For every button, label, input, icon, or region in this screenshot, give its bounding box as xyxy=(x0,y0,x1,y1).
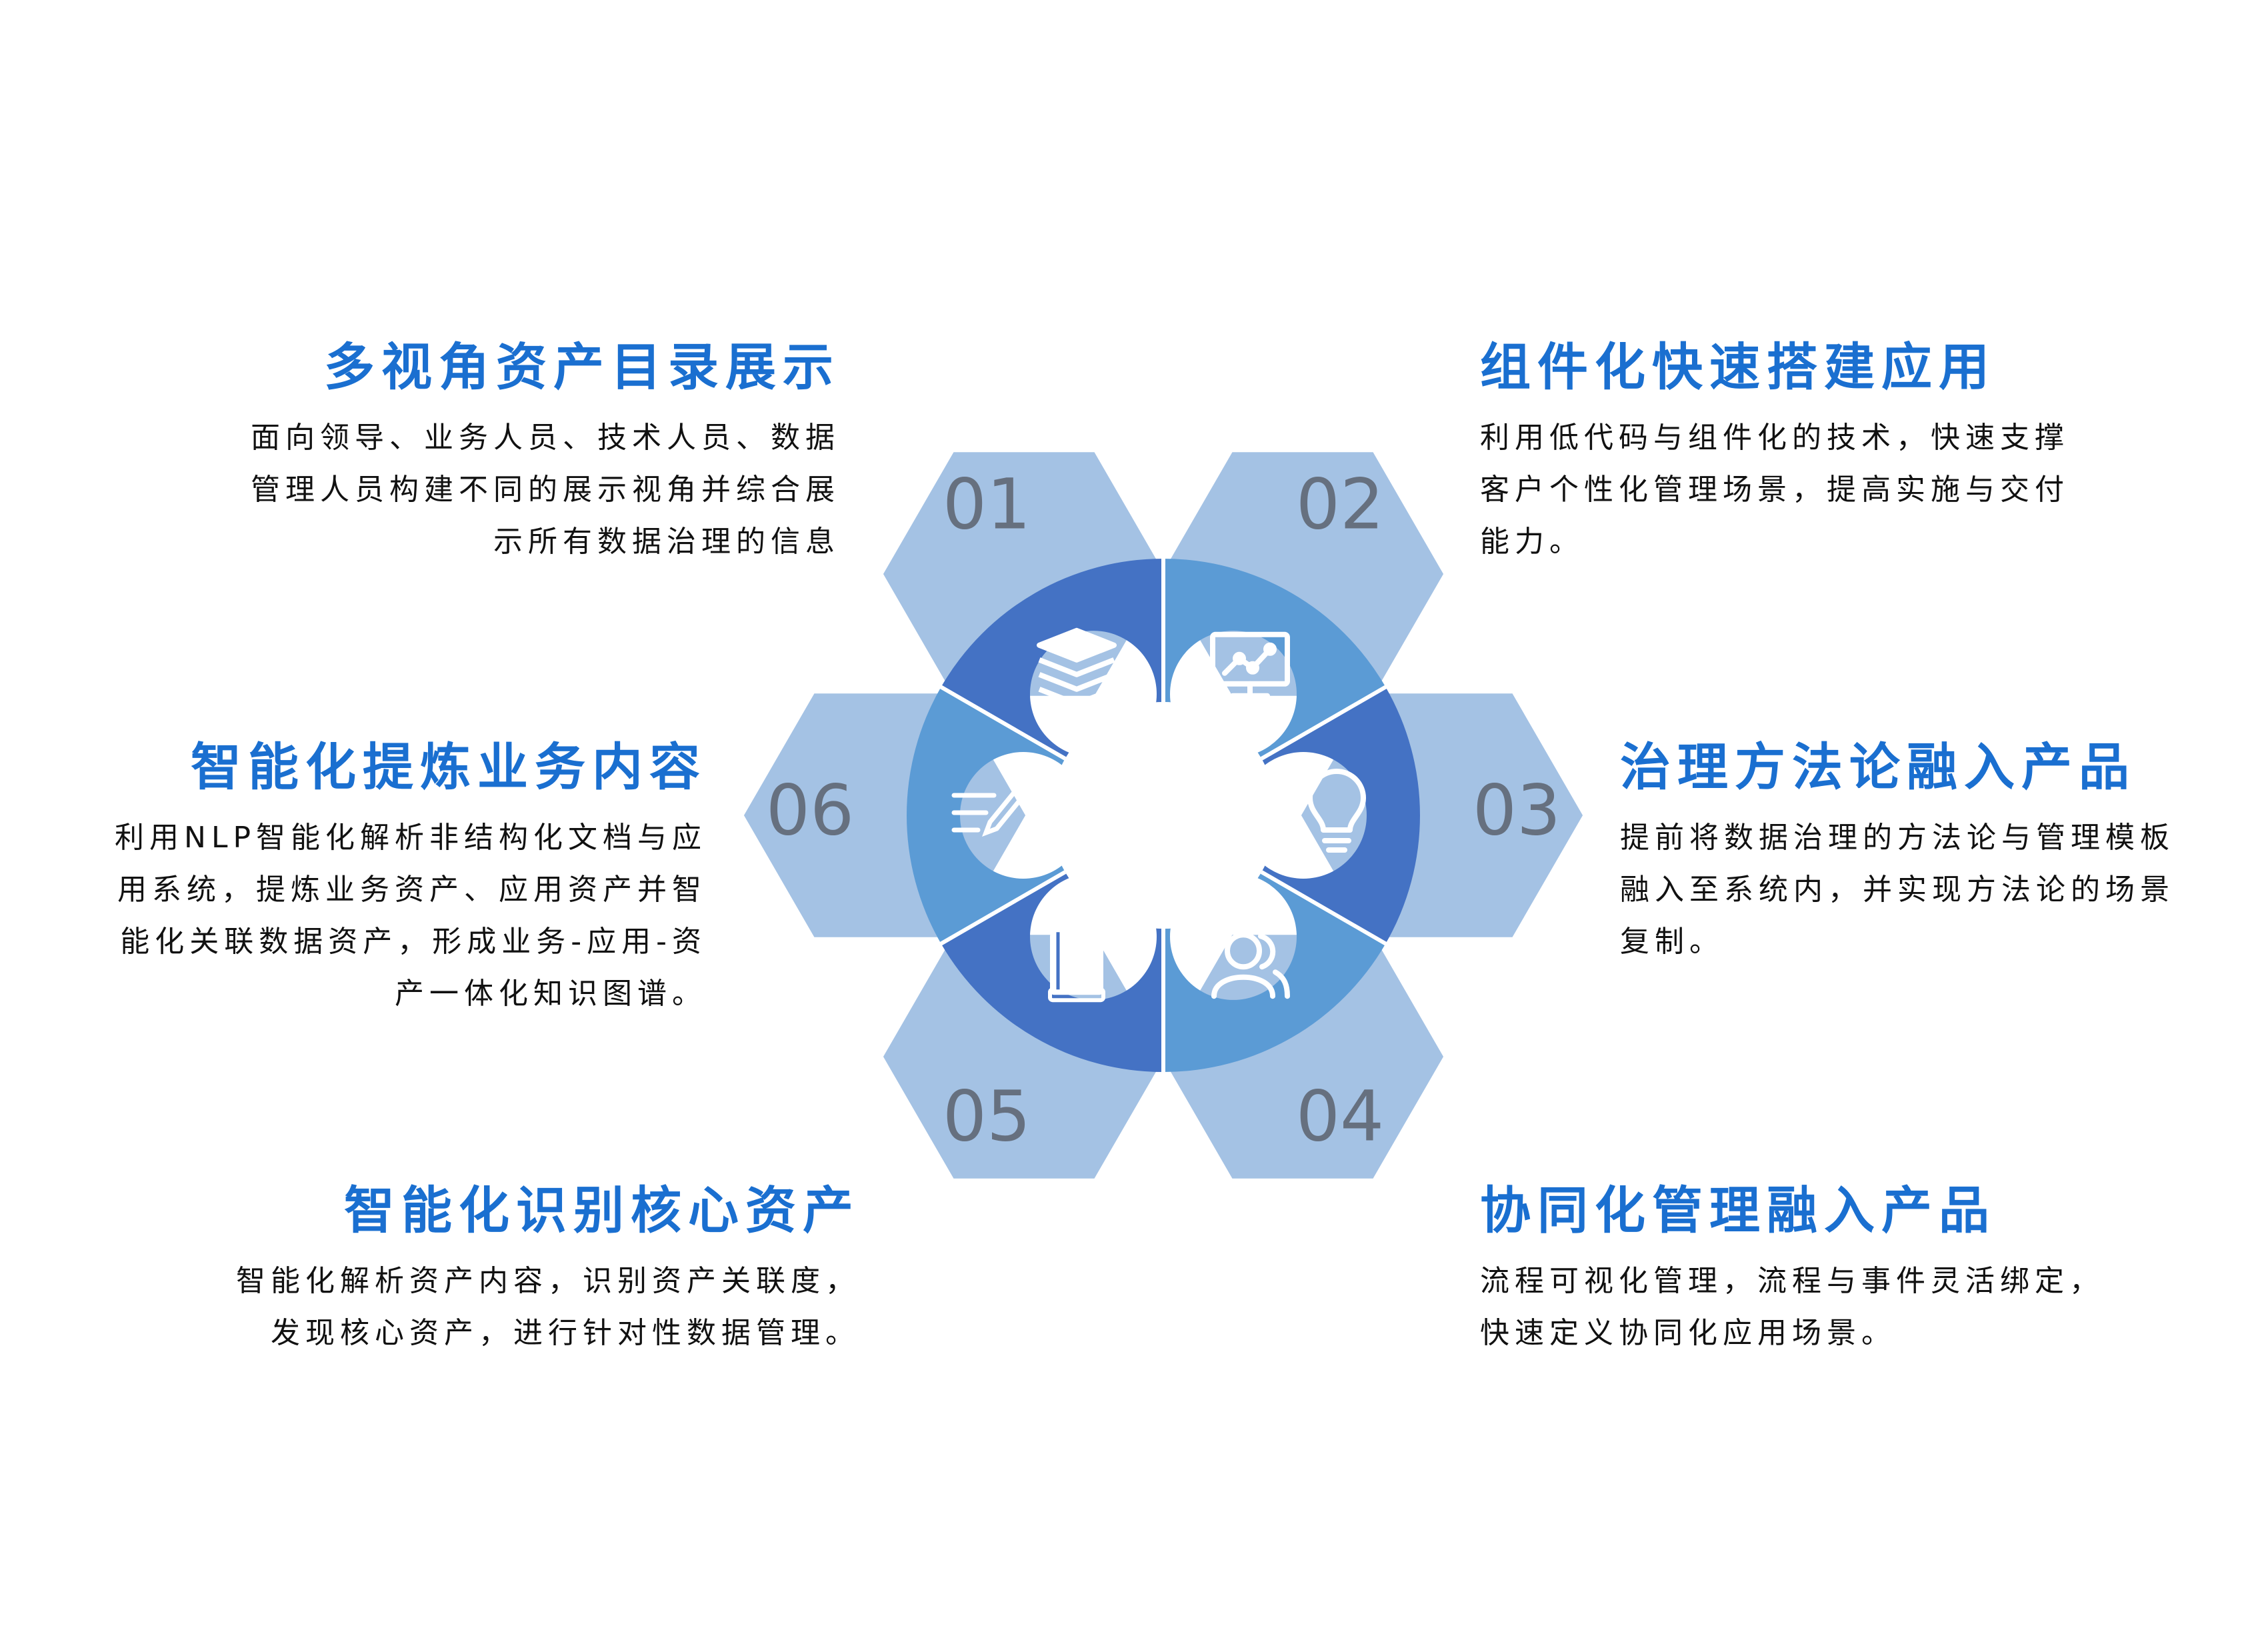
feature-title: 多视角资产目录展示 xyxy=(324,337,840,397)
segment-number-04: 04 xyxy=(1296,1075,1384,1157)
feature-description: 利用低代码与组件化的技术，快速支撑 客户个性化管理场景，提高实施与交付 能力。 xyxy=(1480,421,2069,559)
segment-number-06: 06 xyxy=(766,769,854,851)
ring-divider xyxy=(1260,870,1388,947)
book-icon xyxy=(1048,932,1105,1003)
users-icon xyxy=(1211,932,1290,999)
segment-number-03: 03 xyxy=(1473,769,1561,851)
feature-description: 流程可视化管理，流程与事件灵活绑定， 快速定义协同化应用场景。 xyxy=(1480,1264,2104,1351)
feature-block-06: 智能化提炼业务内容 利用NLP智能化解析非结构化文档与应 用系统，提炼业务资产、… xyxy=(53,737,707,1020)
feature-block-05: 智能化识别核心资产 智能化解析资产内容，识别资产关联度， 发现核心资产，进行针对… xyxy=(167,1180,860,1359)
ring-segment-01 xyxy=(941,559,1163,759)
segment-number-01: 01 xyxy=(943,463,1031,545)
ring-segment-02 xyxy=(1163,559,1386,759)
feature-description: 提前将数据治理的方法论与管理模板 融入至系统内，并实现方法论的场景 复制。 xyxy=(1620,821,2175,959)
feature-block-01: 多视角资产目录展示 面向领导、业务人员、技术人员、数据 管理人员构建不同的展示视… xyxy=(200,337,840,568)
edit-list-icon xyxy=(951,782,1029,837)
feature-title: 治理方法论融入产品 xyxy=(1620,737,2136,797)
feature-title: 智能化识别核心资产 xyxy=(344,1181,860,1240)
ring-segment-06 xyxy=(907,687,1065,944)
feature-block-04: 协同化管理融入产品 流程可视化管理，流程与事件灵活绑定， 快速定义协同化应用场景… xyxy=(1480,1180,2227,1359)
segment-number-02: 02 xyxy=(1296,463,1384,545)
ring-divider xyxy=(939,870,1067,947)
feature-title: 智能化提炼业务内容 xyxy=(191,737,707,797)
feature-description: 智能化解析资产内容，识别资产关联度， 发现核心资产，进行针对性数据管理。 xyxy=(236,1264,860,1351)
segment-number-05: 05 xyxy=(943,1075,1031,1157)
monitor-chart-icon xyxy=(1210,631,1290,699)
ring-divider xyxy=(939,684,1067,761)
feature-title: 协同化管理融入产品 xyxy=(1480,1181,1996,1240)
ring-divider xyxy=(1260,684,1388,761)
feature-block-02: 组件化快速搭建应用 利用低代码与组件化的技术，快速支撑 客户个性化管理场景，提高… xyxy=(1480,337,2187,568)
lightbulb-icon xyxy=(1307,769,1366,853)
feature-description: 面向领导、业务人员、技术人员、数据 管理人员构建不同的展示视角并综合展 示所有数… xyxy=(251,421,840,559)
layers-icon xyxy=(1037,627,1117,707)
feature-title: 组件化快速搭建应用 xyxy=(1480,337,1996,397)
feature-description: 利用NLP智能化解析非结构化文档与应 用系统，提炼业务资产、应用资产并智 能化关… xyxy=(115,821,707,1011)
ring-segment-03 xyxy=(1261,687,1420,944)
feature-block-03: 治理方法论融入产品 提前将数据治理的方法论与管理模板 融入至系统内，并实现方法论… xyxy=(1620,737,2247,968)
